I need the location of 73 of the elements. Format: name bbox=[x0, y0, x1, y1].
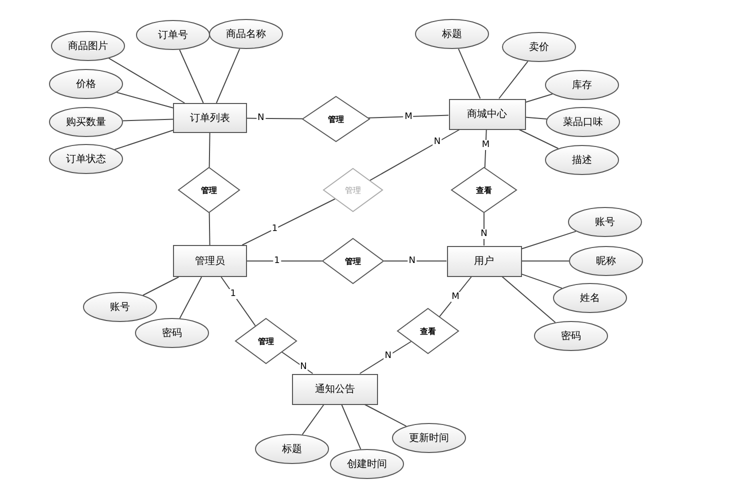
connector-line bbox=[208, 212, 210, 246]
connector-line bbox=[246, 118, 303, 120]
attribute-ellipse: 卖价 bbox=[502, 32, 576, 62]
connector-line bbox=[458, 48, 481, 99]
cardinality-label: M bbox=[450, 292, 460, 302]
connector-line bbox=[368, 114, 449, 118]
connector-line bbox=[521, 230, 577, 250]
connector-line bbox=[518, 129, 559, 149]
connector-line bbox=[114, 130, 174, 150]
connector-line bbox=[521, 260, 570, 262]
connector-line bbox=[208, 132, 210, 168]
attribute-ellipse: 订单号 bbox=[136, 20, 210, 50]
attribute-ellipse: 密码 bbox=[534, 321, 608, 351]
connector-line bbox=[498, 60, 528, 99]
attribute-ellipse: 姓名 bbox=[553, 283, 627, 313]
relationship-diamond: 管理 bbox=[235, 318, 297, 364]
connector-line bbox=[242, 198, 336, 246]
relationship-diamond: 管理 bbox=[322, 238, 384, 284]
attribute-ellipse: 昵称 bbox=[569, 246, 643, 276]
entity-box: 商城中心 bbox=[448, 98, 526, 130]
connector-line bbox=[216, 48, 240, 104]
cardinality-label: M bbox=[404, 112, 414, 122]
attribute-ellipse: 更新时间 bbox=[392, 423, 466, 453]
cardinality-label: M bbox=[480, 140, 491, 150]
connector-line bbox=[179, 49, 204, 104]
connector-line bbox=[142, 276, 180, 296]
attribute-ellipse: 密码 bbox=[135, 318, 209, 348]
connector-line bbox=[521, 274, 562, 289]
relationship-diamond: 查看 bbox=[451, 167, 517, 213]
connector-line bbox=[359, 341, 412, 374]
relationship-diamond: 管理 bbox=[178, 167, 240, 213]
attribute-ellipse: 账号 bbox=[83, 292, 157, 322]
connector-line bbox=[116, 92, 174, 108]
connector-line bbox=[525, 94, 553, 103]
entity-box: 管理员 bbox=[173, 245, 247, 277]
connector-line bbox=[246, 260, 322, 262]
attribute-ellipse: 价格 bbox=[49, 69, 123, 99]
relationship-diamond: 查看 bbox=[397, 308, 459, 354]
connector-line bbox=[369, 129, 460, 181]
attribute-ellipse: 标题 bbox=[255, 434, 329, 464]
relationship-diamond: 管理 bbox=[323, 168, 383, 212]
cardinality-label: N bbox=[432, 137, 442, 148]
attribute-ellipse: 订单状态 bbox=[49, 144, 123, 174]
connector-line bbox=[122, 118, 174, 122]
attribute-ellipse: 创建时间 bbox=[330, 449, 404, 479]
cardinality-label: N bbox=[480, 229, 488, 240]
connector-line bbox=[501, 276, 556, 323]
entity-box: 用户 bbox=[446, 246, 522, 276]
relationship-diamond: 管理 bbox=[302, 96, 370, 142]
entity-box: 通知公告 bbox=[292, 374, 378, 404]
connector-line bbox=[484, 129, 487, 168]
connector-line bbox=[341, 404, 362, 450]
attribute-ellipse: 菜品口味 bbox=[546, 107, 620, 137]
connector-line bbox=[525, 116, 548, 120]
attribute-ellipse: 购买数量 bbox=[49, 107, 123, 137]
attribute-ellipse: 账号 bbox=[568, 207, 642, 237]
connector-line bbox=[302, 404, 324, 436]
attribute-ellipse: 商品名称 bbox=[209, 19, 283, 49]
cardinality-label: 1 bbox=[273, 256, 281, 266]
cardinality-label: 1 bbox=[270, 224, 279, 234]
cardinality-label: 1 bbox=[229, 289, 238, 300]
connector-line bbox=[179, 276, 202, 319]
attribute-ellipse: 商品图片 bbox=[51, 31, 125, 61]
connector-line bbox=[364, 404, 407, 427]
attribute-ellipse: 标题 bbox=[415, 19, 489, 49]
cardinality-label: N bbox=[299, 362, 308, 372]
attribute-ellipse: 库存 bbox=[545, 70, 619, 100]
cardinality-label: N bbox=[408, 256, 416, 266]
connector-line bbox=[220, 276, 256, 326]
attribute-ellipse: 描述 bbox=[545, 145, 619, 175]
cardinality-label: N bbox=[384, 350, 392, 361]
entity-box: 订单列表 bbox=[173, 103, 247, 133]
connector-line bbox=[384, 260, 447, 262]
